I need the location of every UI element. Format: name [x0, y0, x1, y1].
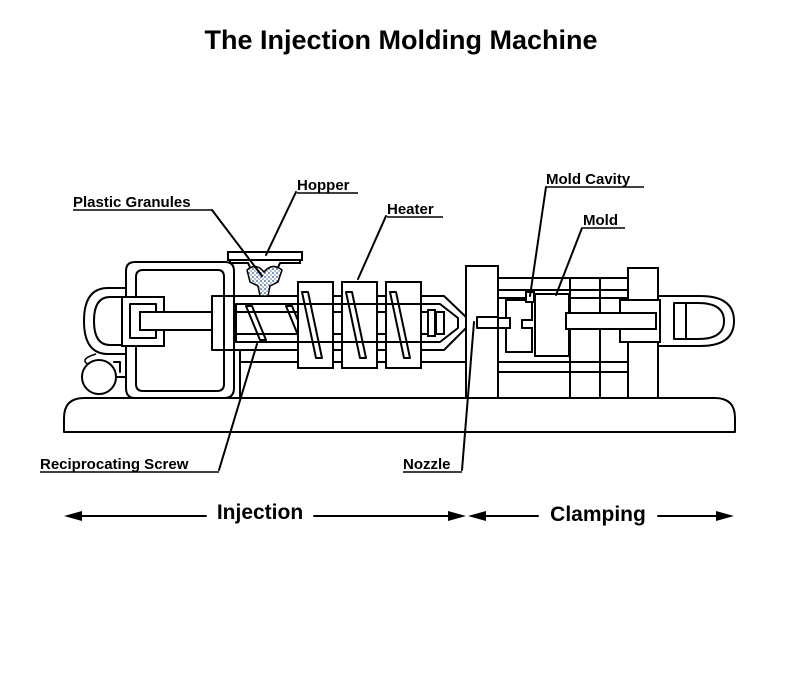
heater-bands [297, 281, 422, 369]
machine-base [63, 397, 736, 433]
pump-motor [81, 353, 127, 395]
screw-leader [218, 343, 258, 471]
injection-span-arrow: Injection [64, 501, 466, 524]
label-mold-cavity: Mold Cavity [546, 171, 631, 188]
label-reciprocating-screw: Reciprocating Screw [40, 456, 189, 473]
mold-cavity-leader [529, 186, 547, 297]
nozzle-leader [461, 321, 475, 471]
leader-lines [211, 186, 583, 471]
label-heater: Heater [387, 201, 434, 218]
hopper-leader [265, 191, 297, 256]
heater-leader [357, 215, 387, 280]
section-injection: Injection [217, 501, 303, 524]
plastic-granules [246, 265, 283, 297]
diagram-title: The Injection Molding Machine [204, 25, 597, 55]
hydraulic-cylinder [83, 287, 213, 355]
label-hopper: Hopper [297, 177, 350, 194]
mold [497, 291, 570, 357]
part-labels: Hopper Plastic Granules Heater Mold Cavi… [40, 171, 644, 473]
label-plastic-granules: Plastic Granules [73, 194, 191, 211]
hopper [227, 251, 303, 297]
section-clamping: Clamping [550, 503, 646, 526]
clamping-cylinder [565, 295, 735, 347]
label-nozzle: Nozzle [403, 456, 451, 473]
hydraulic-mount [125, 261, 241, 399]
stationary-platen [465, 265, 499, 399]
label-mold: Mold [583, 212, 618, 229]
mold-leader [555, 227, 583, 296]
clamping-span-arrow: Clamping [468, 503, 734, 526]
granules-leader [211, 209, 263, 277]
